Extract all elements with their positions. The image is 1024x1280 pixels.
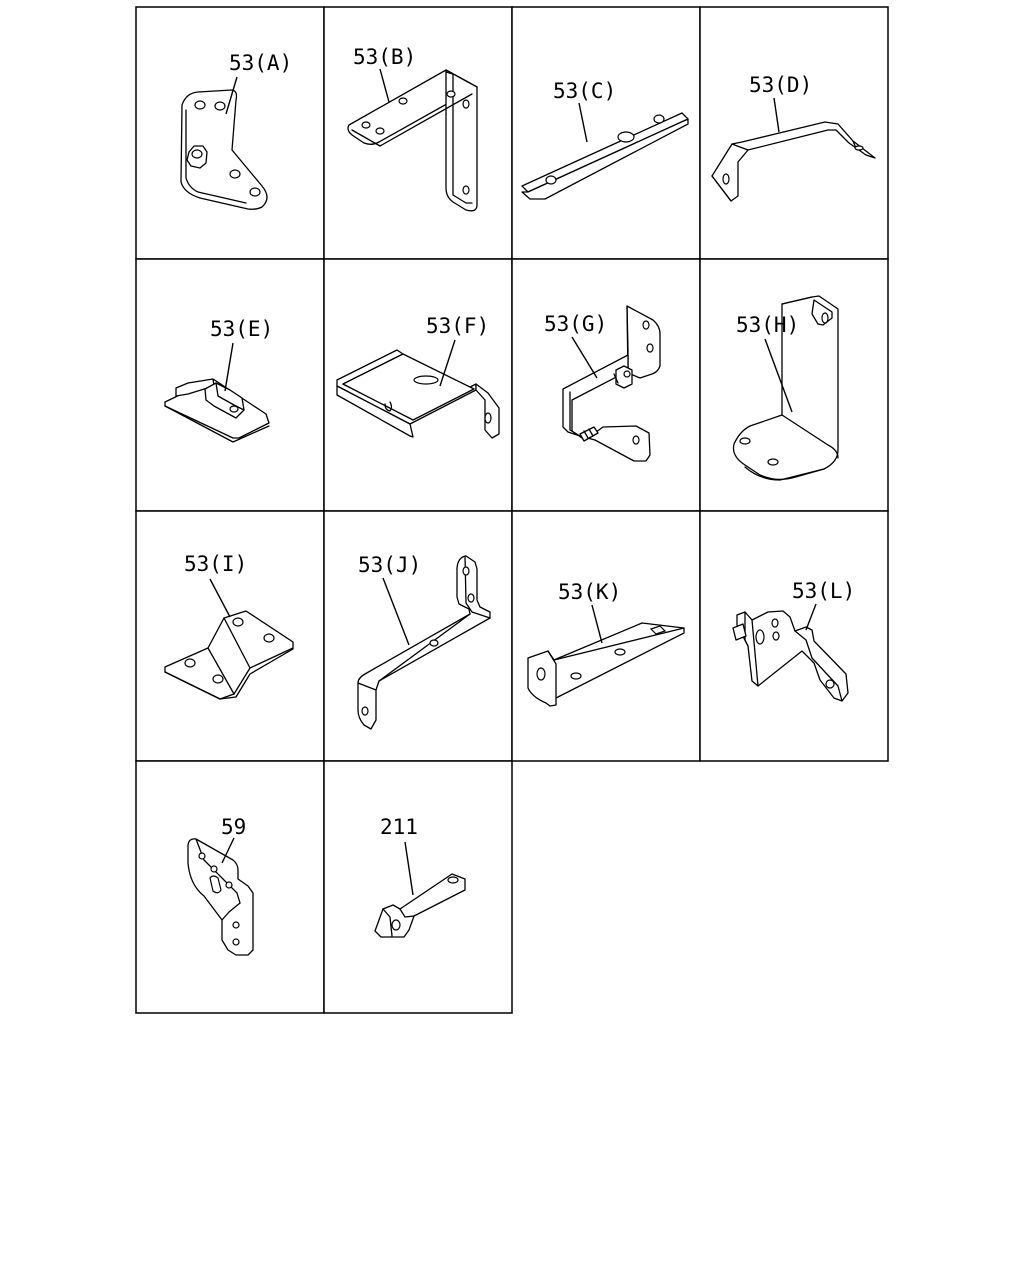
- bracket-53h: 53(H): [732, 295, 839, 481]
- label-211: 211: [380, 815, 418, 839]
- bracket-59: 59: [187, 815, 254, 956]
- cell-53e: [135, 258, 325, 512]
- bracket-53l: 53(L): [732, 579, 855, 702]
- bracket-211: 211: [374, 815, 466, 938]
- label-53g: 53(G): [544, 312, 607, 336]
- bracket-53g: 53(G): [544, 305, 661, 462]
- bracket-53j: 53(J): [357, 553, 491, 730]
- label-53e: 53(E): [210, 317, 273, 341]
- grid: [135, 6, 889, 1014]
- label-53c: 53(C): [553, 79, 616, 103]
- bracket-53b: 53(B): [347, 45, 478, 212]
- cell-53j: [323, 510, 513, 762]
- bracket-53e: 53(E): [164, 317, 273, 443]
- label-53h: 53(H): [736, 313, 799, 337]
- label-53i: 53(I): [184, 552, 247, 576]
- label-53k: 53(K): [558, 580, 621, 604]
- label-53a: 53(A): [229, 51, 292, 75]
- cell-211: [323, 760, 513, 1014]
- bracket-53d: 53(D): [711, 73, 876, 202]
- bracket-53f: 53(F): [336, 314, 500, 439]
- label-53l: 53(L): [792, 579, 855, 603]
- label-53j: 53(J): [358, 553, 421, 577]
- bracket-53i: 53(I): [164, 552, 294, 700]
- label-53b: 53(B): [353, 45, 416, 69]
- label-53d: 53(D): [749, 73, 812, 97]
- bracket-53c: 53(C): [521, 79, 689, 200]
- label-53f: 53(F): [426, 314, 489, 338]
- label-59: 59: [221, 815, 246, 839]
- bracket-53a: 53(A): [180, 51, 292, 210]
- cell-53g: [511, 258, 701, 512]
- bracket-53k: 53(K): [527, 580, 685, 707]
